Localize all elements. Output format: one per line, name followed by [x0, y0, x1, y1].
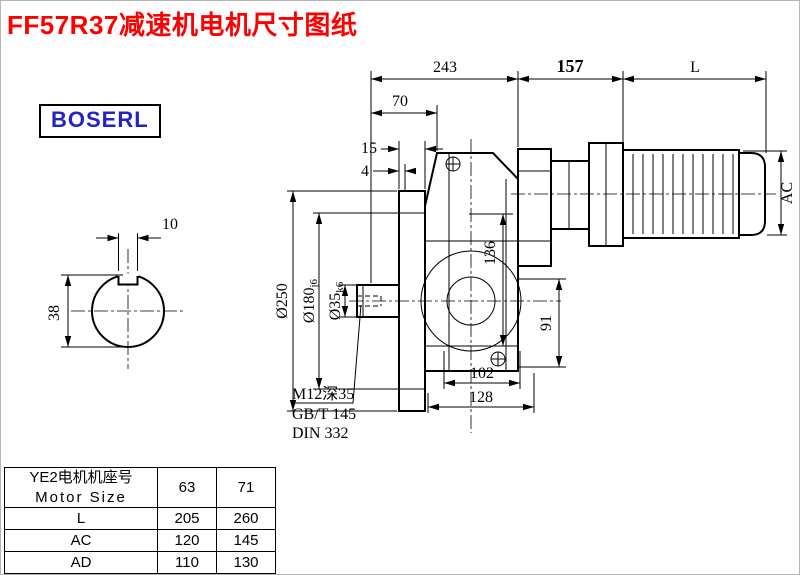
dim-label-4: 4	[361, 163, 369, 180]
dimension-4: 4	[361, 163, 416, 191]
dim-label-38: 38	[46, 305, 63, 321]
table-header-motor-size: YE2电机机座号 Motor Size	[4, 467, 158, 508]
row-AD-71: 130	[216, 551, 276, 574]
note-din-standard: DIN 332	[292, 425, 348, 442]
drawing-notes: M12深35 GB/T 145 DIN 332	[292, 304, 362, 442]
dim-label-d35: Ø35k6	[327, 281, 346, 320]
table-header-row: YE2电机机座号 Motor Size 63 71	[4, 467, 276, 508]
table-row-AD: AD 110 130	[4, 551, 276, 574]
row-L-71: 260	[216, 507, 276, 530]
dim-label-d180: Ø180j6	[301, 278, 320, 323]
dimension-91: 91	[518, 278, 566, 368]
dim-label-91: 91	[538, 315, 555, 331]
motor-fins	[632, 154, 734, 234]
dimension-136: 136	[469, 213, 513, 346]
motor-size-table: YE2电机机座号 Motor Size 63 71 L 205 260 AC 1…	[4, 467, 276, 574]
dim-label-AC: AC	[779, 182, 796, 204]
dimension-d35: Ø35k6	[327, 281, 357, 320]
main-view: 243 157 L 70 15 4	[274, 56, 796, 442]
dim-label-d35-main: Ø35	[327, 293, 344, 321]
dim-label-10: 10	[162, 216, 178, 233]
dimension-AC: AC	[743, 150, 796, 236]
dimension-shaft-38: 38	[46, 274, 123, 348]
table-col-size-71: 71	[216, 467, 276, 508]
row-AC-71: 145	[216, 529, 276, 552]
dim-label-102: 102	[470, 365, 494, 382]
dim-label-136: 136	[482, 241, 499, 265]
row-label-L: L	[4, 507, 158, 530]
fan-cover	[738, 152, 766, 236]
dimension-d180: Ø180j6	[301, 212, 399, 390]
dimension-102: 102	[443, 351, 521, 389]
dim-label-157: 157	[557, 56, 584, 76]
table-header-en: Motor Size	[35, 488, 127, 506]
dim-label-128: 128	[469, 389, 493, 406]
row-AD-63: 110	[157, 551, 217, 574]
row-label-AD: AD	[4, 551, 158, 574]
dim-label-d35-tol: k6	[334, 281, 346, 293]
row-label-AC: AC	[4, 529, 158, 552]
dimension-key-10: 10	[96, 216, 178, 271]
row-L-63: 205	[157, 507, 217, 530]
dim-label-15: 15	[361, 140, 377, 157]
note-gb-standard: GB/T 145	[292, 406, 356, 423]
table-row-AC: AC 120 145	[4, 529, 276, 552]
table-row-L: L 205 260	[4, 507, 276, 530]
tap-hole-top	[445, 156, 461, 172]
motor-assembly	[517, 142, 766, 267]
dim-label-d250: Ø250	[274, 283, 291, 319]
dimension-d250: Ø250	[274, 190, 397, 412]
note-tap-hole: M12深35	[292, 385, 354, 403]
dim-label-L: L	[690, 59, 700, 76]
table-col-size-63: 63	[157, 467, 217, 508]
dimension-top-row: 243 157 L	[370, 56, 767, 283]
row-AC-63: 120	[157, 529, 217, 552]
table-header-cn: YE2电机机座号	[29, 469, 133, 486]
dim-label-243: 243	[433, 59, 457, 76]
brand-logo: BOSERL	[39, 104, 161, 138]
dimension-128: 128	[427, 373, 535, 413]
dimension-70: 70	[371, 93, 438, 151]
shaft-section-view: 38 10	[46, 216, 186, 369]
tap-hole-bottom	[490, 351, 506, 367]
page-title: FF57R37减速机电机尺寸图纸	[7, 10, 358, 40]
dimension-15: 15	[361, 140, 443, 189]
dim-label-d180-tol: j6	[308, 278, 320, 288]
dim-label-d180-main: Ø180	[301, 288, 318, 324]
dim-label-70: 70	[392, 93, 408, 110]
